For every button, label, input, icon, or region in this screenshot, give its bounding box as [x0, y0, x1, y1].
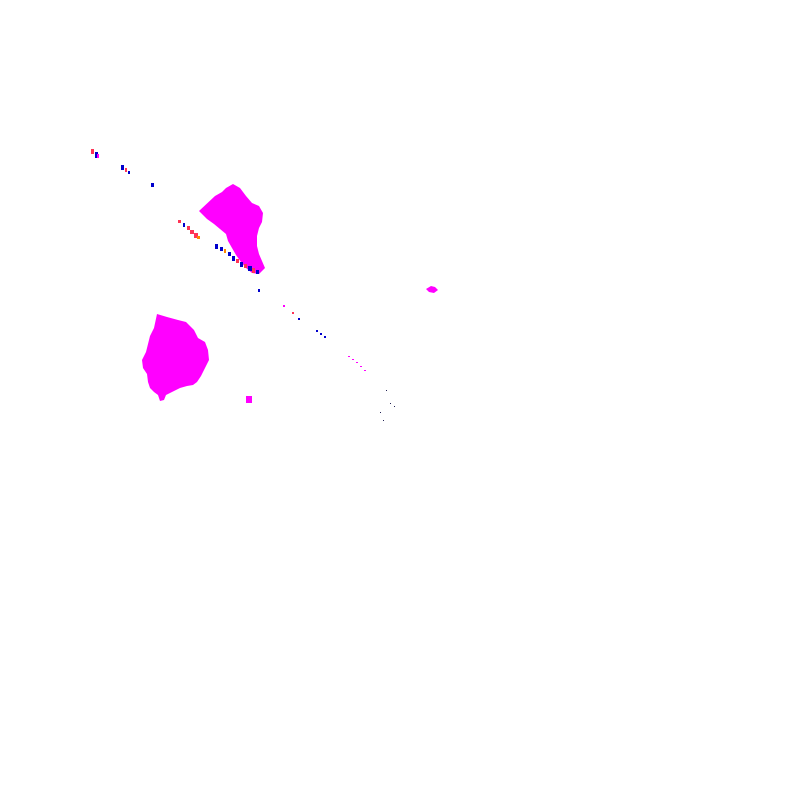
feature-point[interactable] [128, 171, 130, 174]
feature-point[interactable] [320, 333, 322, 335]
feature-point[interactable] [125, 168, 127, 172]
feature-point[interactable] [348, 356, 350, 357]
area-layer [142, 184, 438, 403]
feature-point[interactable] [383, 420, 384, 421]
area-polygon-small-square[interactable] [246, 396, 252, 403]
feature-point[interactable] [190, 230, 194, 234]
feature-point[interactable] [248, 266, 252, 271]
feature-point[interactable] [95, 152, 98, 158]
feature-point[interactable] [224, 249, 226, 253]
feature-point[interactable] [178, 220, 181, 223]
area-polygon-lower[interactable] [142, 314, 209, 401]
feature-point[interactable] [252, 268, 255, 273]
feature-point[interactable] [356, 362, 358, 363]
feature-point[interactable] [187, 226, 190, 230]
feature-point[interactable] [220, 247, 223, 251]
feature-point[interactable] [324, 336, 326, 338]
feature-point[interactable] [232, 256, 235, 261]
feature-point[interactable] [390, 403, 391, 404]
feature-point[interactable] [380, 412, 381, 413]
feature-point[interactable] [197, 236, 200, 239]
feature-point[interactable] [352, 359, 354, 360]
feature-point[interactable] [228, 252, 231, 256]
feature-point[interactable] [258, 289, 260, 292]
feature-point[interactable] [240, 262, 243, 267]
feature-point[interactable] [316, 330, 318, 332]
feature-point[interactable] [97, 154, 99, 158]
feature-point[interactable] [360, 366, 362, 367]
feature-point[interactable] [183, 223, 185, 227]
feature-point[interactable] [91, 149, 94, 154]
feature-point[interactable] [194, 233, 198, 238]
feature-point[interactable] [215, 244, 218, 249]
feature-point[interactable] [256, 270, 259, 274]
area-polygon-small-right[interactable] [426, 286, 438, 293]
feature-point[interactable] [244, 264, 247, 268]
feature-point[interactable] [394, 406, 395, 407]
feature-layer [91, 149, 395, 421]
feature-point[interactable] [151, 183, 154, 187]
feature-point[interactable] [364, 370, 366, 371]
area-polygon-upper[interactable] [199, 184, 265, 274]
feature-point[interactable] [121, 165, 124, 170]
feature-point[interactable] [292, 312, 294, 314]
feature-point[interactable] [298, 318, 300, 320]
feature-point[interactable] [386, 390, 387, 391]
feature-point[interactable] [283, 305, 285, 307]
feature-point[interactable] [236, 259, 239, 263]
